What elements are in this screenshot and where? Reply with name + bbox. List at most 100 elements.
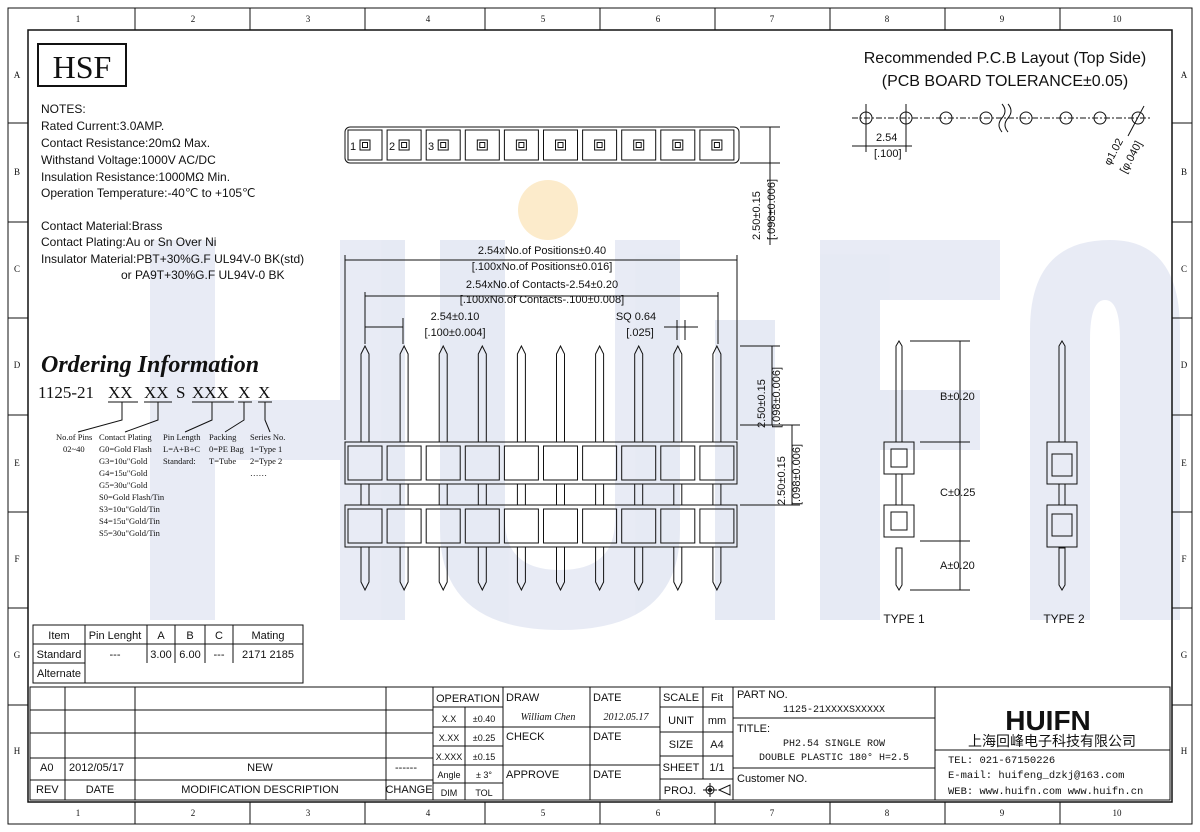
date-header: DATE [86,784,115,796]
top-view-pin-core [362,142,368,148]
dim-b: B±0.20 [940,391,975,403]
title-block-text: A0 2012/05/17 NEW ------ REV DATE MODIFI… [36,689,909,798]
note-line: Withstand Voltage:1000V AC/DC [41,153,216,167]
dim-positions-inch: [.100xNo.of Positions±0.016] [472,261,613,273]
ordering-code-length: XXX [192,383,229,402]
top-view-cell [660,129,696,161]
sheet-value: 1/1 [709,762,724,774]
contact-pin-top [399,344,409,443]
top-view-pin-square [633,139,645,151]
top-view-pin-core [479,142,486,148]
top-view-pin-square [711,139,723,151]
top-view-cell [543,129,578,161]
title-block [29,686,1171,801]
th-mating: Mating [251,630,284,642]
row-label: E [1181,458,1187,468]
note-line: Contact Resistance:20mΩ Max. [41,136,210,150]
th-a: A [157,630,165,642]
type2-side-view [1046,340,1078,591]
row-label: G [14,650,21,660]
ordering-groups: No.of Pins 02~40 Contact Plating G0=Gold… [56,432,285,538]
drawer-signature: William Chen [521,712,576,723]
company-tel: TEL: 021-67150226 [948,755,1055,767]
tol-xxx-val: ±0.15 [473,752,495,762]
group-title: Packing [209,432,237,442]
title-label: TITLE: [737,723,770,735]
unit-label: UNIT [668,715,694,727]
note-line: Rated Current:3.0AMP. [41,119,164,133]
draw-label: DRAW [506,692,540,704]
col-label: 1 [76,14,81,24]
draw-date: 2012.05.17 [604,712,650,723]
note-line: Contact Material:Brass [41,219,162,233]
group-line: G4=15u"Gold [99,468,148,478]
col-label: 6 [656,14,661,24]
tol-xx: X.XX [439,733,460,743]
insulator-cell [621,445,657,481]
watermark-dot [518,180,578,240]
insulator-cell [425,508,461,544]
ordering-code-series: X [258,383,270,402]
customer-label: Customer NO. [737,773,807,785]
top-view-pin-core [440,142,447,148]
insulator-cell [386,445,422,481]
pcb-layout-tolerance: (PCB BOARD TOLERANCE±0.05) [882,73,1128,90]
td-a: 3.00 [150,649,171,661]
part-no-label: PART NO. [737,689,788,701]
contact-pin-mid [595,483,605,506]
top-view-pin-square [476,139,488,151]
col-label: 1 [76,808,81,818]
group-title: Pin Length [163,432,201,442]
top-view-pin-core [401,142,408,148]
unit-value: mm [708,715,726,727]
col-label: 2 [191,14,196,24]
row-label: A [14,70,21,80]
col-label: 7 [770,14,775,24]
row-label: E [14,458,20,468]
top-view-pin-square [398,139,410,151]
top-view-pin-square [359,139,371,151]
frame-labels: 1 2 3 4 5 6 7 8 9 10 1 2 3 4 5 6 7 8 9 1… [14,14,1188,818]
company-web: WEB: www.huifn.com www.huifn.cn [948,786,1143,798]
tol-xx-val: ±0.25 [473,733,495,743]
top-view-cell [464,129,500,161]
rev-value: A0 [40,762,53,774]
ordering-code-pins: XX [108,383,133,402]
hsf-logo-box [37,43,127,87]
approve-date-label: DATE [593,769,622,781]
top-view-pin-core [518,142,525,148]
note-line: or PA9T+30%G.F UL94V-0 BK [121,268,285,282]
dim-body-height: 2.50±0.15 [776,456,788,505]
part-no-value: 1125-21XXXXSXXXXX [783,705,885,716]
tol-label: TOL [475,788,492,798]
td-alternate: Alternate [37,668,81,680]
top-view-cell [699,129,735,161]
col-label: 5 [541,14,546,24]
dim-contacts: 2.54xNo.of Contacts-2.54±0.20 [466,279,618,291]
insulator-cell [503,508,539,544]
dim-body-height-inch: [.098±0.006] [791,444,803,505]
group-line: S4=15u"Gold/Tin [99,516,161,526]
ordering-leaders [77,401,272,433]
top-view-pin-core [635,142,642,148]
dim-pitch: 2.54±0.10 [431,311,480,323]
contact-pin-top [556,344,565,443]
title-line2: DOUBLE PLASTIC 180° H=2.5 [759,752,909,764]
group-line: G0=Gold Flash [99,444,152,454]
type1-side-view [883,340,970,591]
rev-date: 2012/05/17 [69,762,124,774]
insulator-cell [660,445,696,481]
group-title: Series No. [250,432,285,442]
projection-symbol [703,783,731,797]
col-label: 8 [885,14,890,24]
col-label: 3 [306,14,311,24]
insulator-cell [425,445,461,481]
col-label: 10 [1113,14,1123,24]
top-view-cell [386,129,422,161]
top-view [344,126,780,245]
top-view-cell [347,129,383,161]
insulator-cell [347,445,383,481]
row-label: G [1181,650,1188,660]
contact-pin-top [634,344,644,443]
